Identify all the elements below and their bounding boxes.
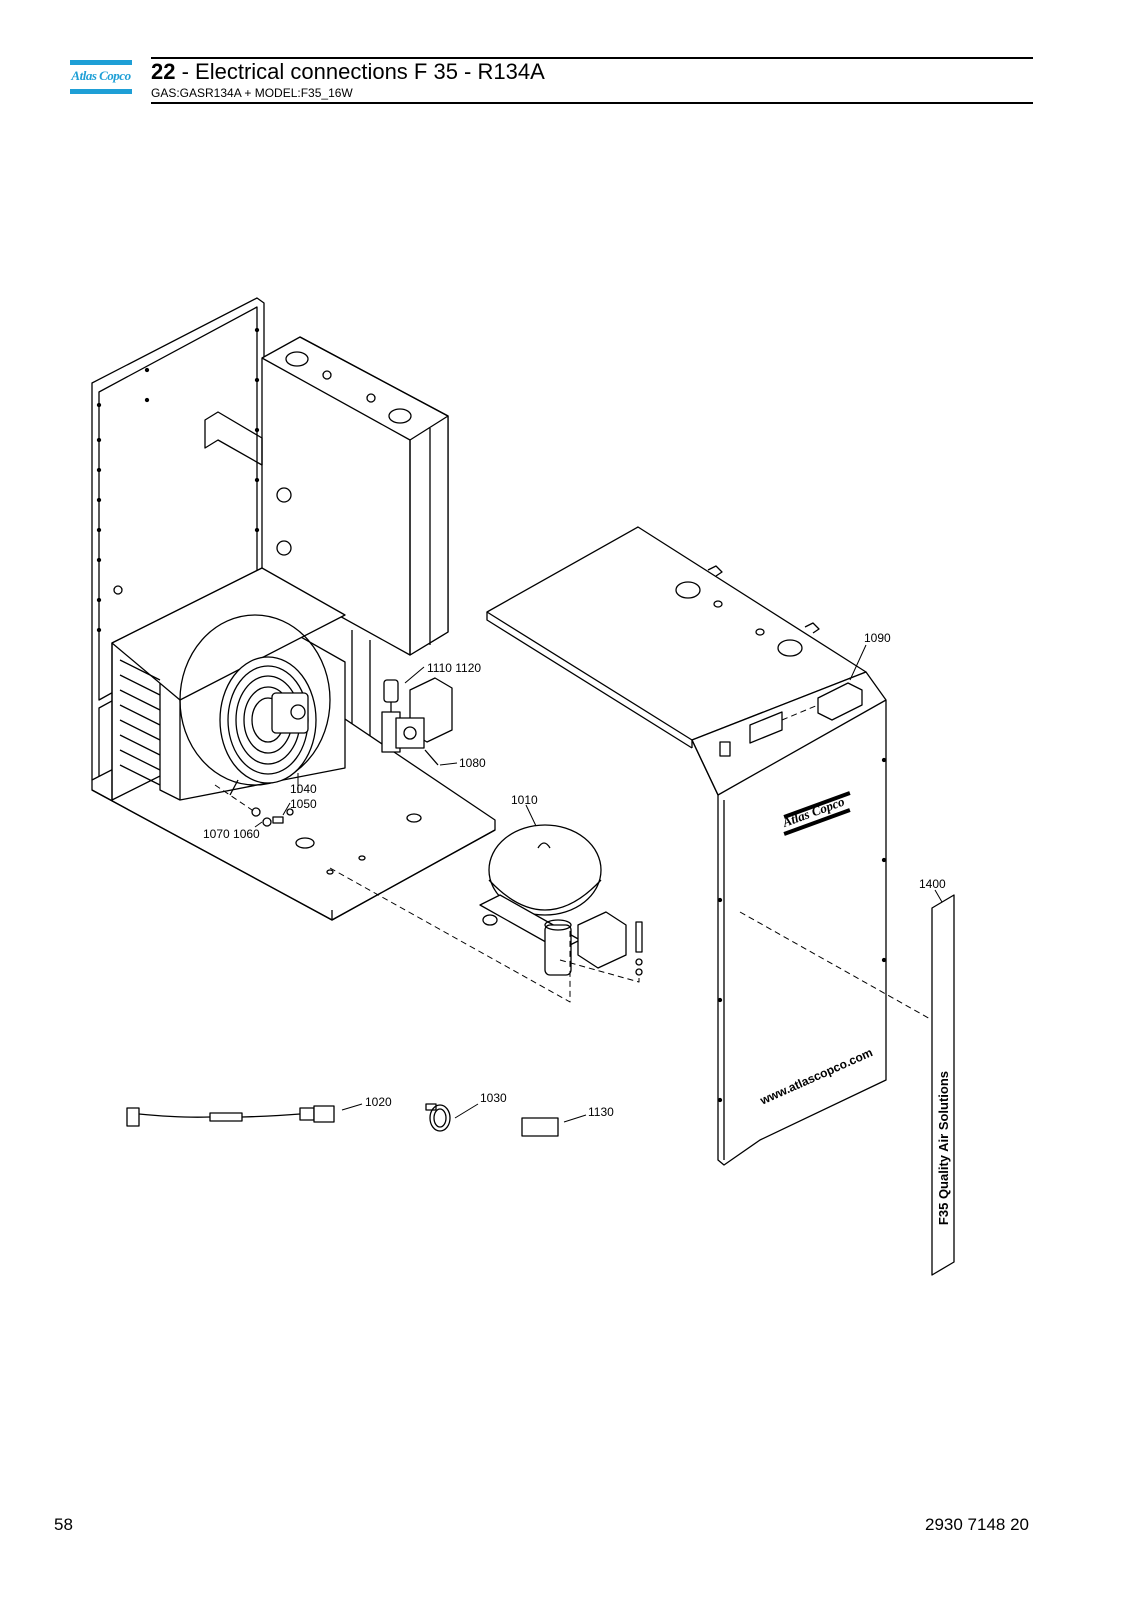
label-sticker (521, 1117, 559, 1137)
page-subtitle: GAS:GASR134A + MODEL:F35_16W (151, 86, 353, 100)
header-rule-bottom (151, 102, 1033, 104)
callout-1090: 1090 (864, 631, 891, 645)
fan-guard (219, 656, 317, 796)
hose-clamp (425, 1103, 451, 1132)
fan-fasteners (251, 807, 294, 827)
compressor (479, 824, 643, 976)
section-number: 22 (151, 59, 176, 84)
callout-1010: 1010 (511, 793, 538, 807)
callout-1070-1060: 1070 1060 (203, 827, 260, 841)
callout-1080: 1080 (459, 756, 486, 770)
atlas-copco-logo: Atlas Copco (70, 60, 132, 94)
logo-bar-bottom (70, 89, 132, 94)
front-panel (691, 671, 887, 1166)
electrical-cable (126, 1105, 335, 1127)
callout-1400: 1400 (919, 877, 946, 891)
label-strip-text: F35 Quality Air Solutions (936, 1071, 951, 1225)
fan-motor (271, 692, 309, 734)
section-title: - Electrical connections F 35 - R134A (175, 59, 545, 84)
condenser-fins (119, 659, 161, 786)
solenoid-valve (381, 677, 453, 766)
controller-module (817, 682, 863, 721)
callout-1020: 1020 (365, 1095, 392, 1109)
label-strip (931, 894, 955, 1276)
heat-exchanger-box (204, 336, 449, 656)
callout-1050: 1050 (290, 797, 317, 811)
page-title: 22 - Electrical connections F 35 - R134A (151, 59, 545, 85)
logo-bar-top (70, 60, 132, 65)
logo-text: Atlas Copco (71, 68, 131, 83)
page-number: 58 (54, 1515, 73, 1534)
callout-1110-1120: 1110 1120 (427, 661, 481, 675)
callout-1040: 1040 (290, 782, 317, 796)
header-rule-top (151, 57, 1033, 59)
assembly-dashed-lines (214, 704, 933, 1021)
leader-lines (254, 644, 943, 1123)
callout-1130: 1130 (588, 1105, 614, 1119)
callout-1030: 1030 (480, 1091, 507, 1105)
document-number: 2930 7148 20 (925, 1515, 1029, 1534)
